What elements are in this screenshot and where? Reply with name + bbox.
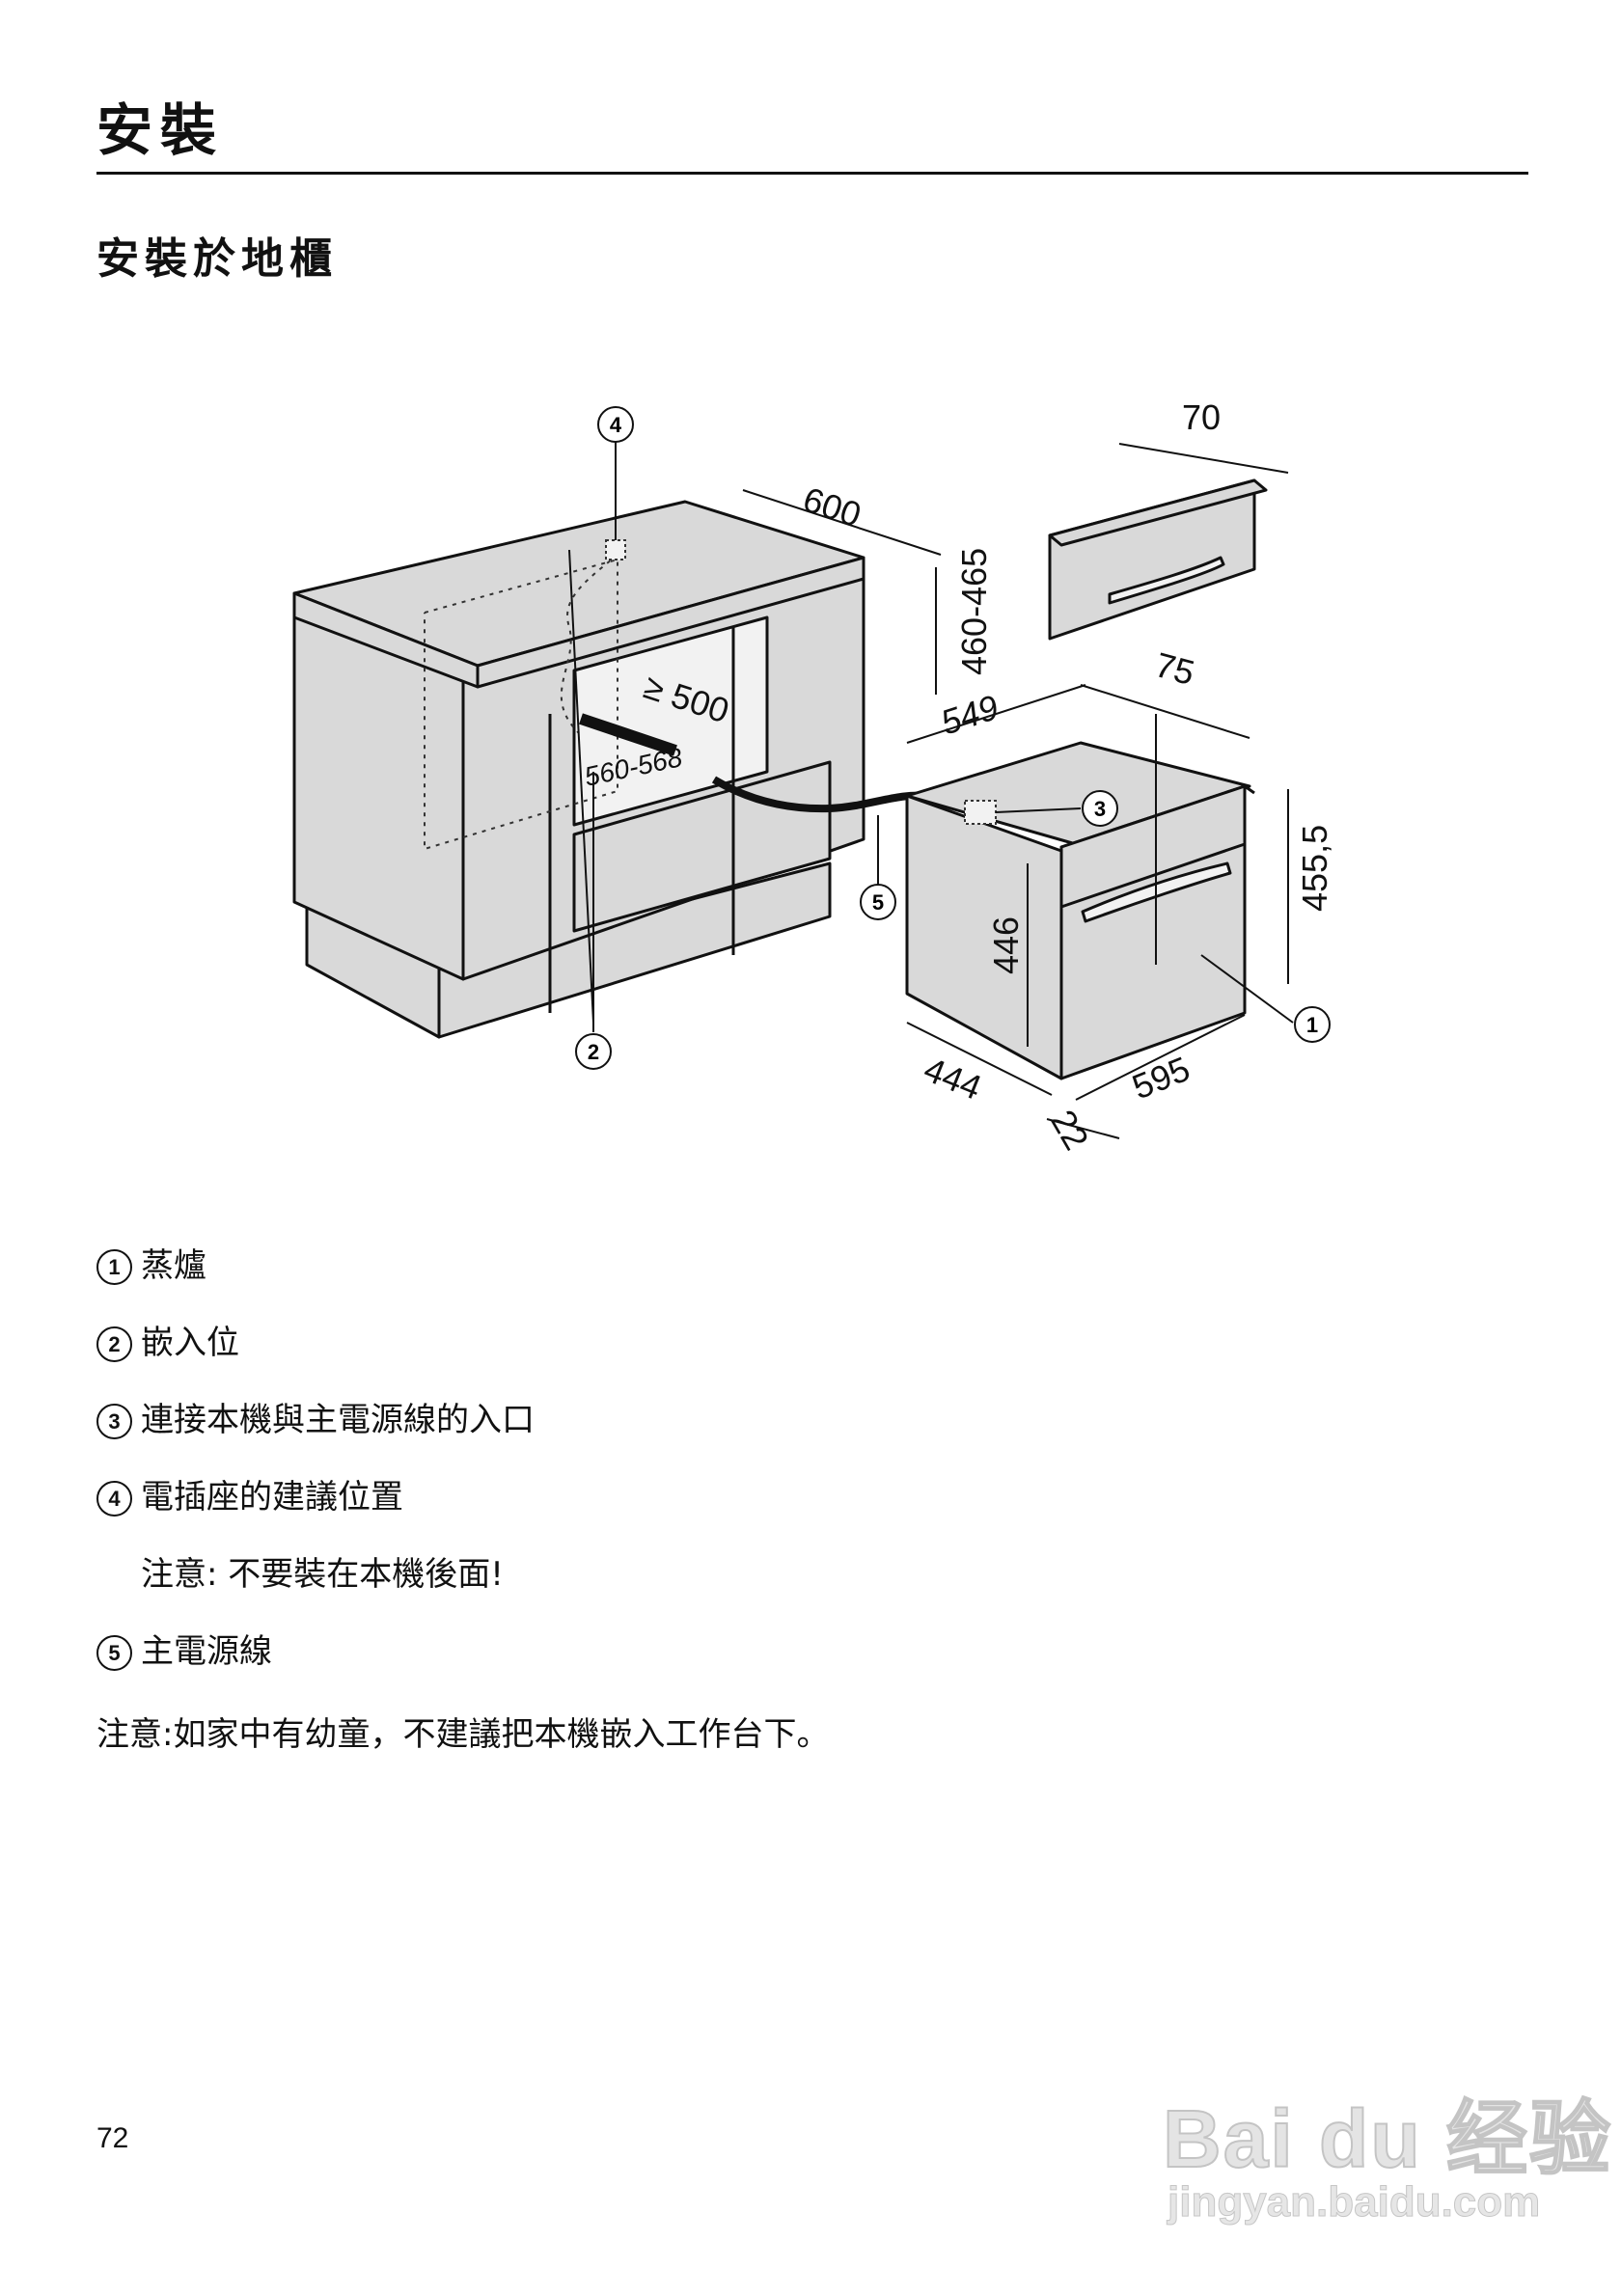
- callout-4: 4: [597, 406, 634, 540]
- baidu-watermark: Bai du 经验: [1162, 2092, 1613, 2185]
- callout-4-label: 4: [610, 413, 622, 437]
- callout-1: 1: [1200, 954, 1331, 1043]
- legend-number: 3: [96, 1404, 132, 1439]
- front-panel-face: [1048, 478, 1256, 641]
- cabinet-drawing: [292, 500, 865, 1039]
- baidu-watermark-url: jingyan.baidu.com: [1167, 2178, 1541, 2227]
- dim-front-width: 595: [1127, 1049, 1195, 1107]
- callout-3-label: 3: [1094, 797, 1106, 821]
- niche-depth-arrow: [579, 713, 677, 756]
- oven-drawing: [905, 741, 1255, 1080]
- callout-3: 3: [995, 790, 1118, 827]
- front-panel-top: [1048, 478, 1268, 547]
- dim-oven-height: 446: [986, 916, 1026, 974]
- callout-5: 5: [860, 884, 896, 920]
- callout-markers: 1 2 3 4 5: [575, 406, 1331, 1070]
- front-panel-handle: [1108, 556, 1225, 605]
- worktop-side: [292, 591, 480, 689]
- page-number: 72: [96, 2122, 129, 2154]
- socket-box: [605, 539, 626, 560]
- oven-control-panel: [1059, 784, 1247, 909]
- legend-text: 電插座的建議位置: [141, 1478, 403, 1517]
- connection-box: [964, 800, 997, 825]
- dim-oven-depth: 549: [936, 687, 1003, 743]
- dim-front-panel-depth: 70: [1182, 397, 1221, 437]
- callout-2-label: 2: [588, 1040, 599, 1064]
- niche-opening: [572, 615, 769, 827]
- child-safety-note: 注意:如家中有幼童，不建議把本機嵌入工作台下。: [96, 1715, 830, 1754]
- legend-text: 主電源線: [141, 1632, 272, 1671]
- callout-1-label: 1: [1306, 1013, 1318, 1037]
- dim-front-height: 455,5: [1295, 825, 1334, 912]
- callout-5-label: 5: [872, 890, 884, 915]
- front-panel-drawing: [1048, 478, 1268, 641]
- dim-cabinet-depth: 600: [799, 479, 866, 535]
- oven-side: [905, 794, 1063, 1080]
- page-title: 安裝: [96, 97, 225, 163]
- dim-niche-height: 460-465: [954, 548, 994, 675]
- legend-number: 4: [96, 1481, 132, 1517]
- dimension-lines: [568, 443, 1289, 1139]
- legend-number: 2: [96, 1326, 132, 1362]
- mains-cable: [711, 776, 927, 813]
- legend-number: 1: [96, 1249, 132, 1285]
- legend-text: 嵌入位: [141, 1324, 239, 1362]
- callout-2: 2: [575, 772, 612, 1070]
- title-divider: [96, 172, 1528, 175]
- installation-diagram: 600 460-465 ≥ 500 560-568 549 70 75 446 …: [292, 397, 1334, 1157]
- dim-top-offset: 75: [1151, 644, 1198, 693]
- legend-number: 5: [96, 1635, 132, 1671]
- legend-subnote: 注意: 不要裝在本機後面!: [141, 1555, 504, 1594]
- section-title: 安裝於地櫃: [96, 234, 338, 284]
- dim-front-thickness: 22: [1043, 1104, 1097, 1157]
- legend-text: 蒸爐: [141, 1246, 206, 1285]
- legend-text: 連接本機與主電源線的入口: [141, 1401, 535, 1439]
